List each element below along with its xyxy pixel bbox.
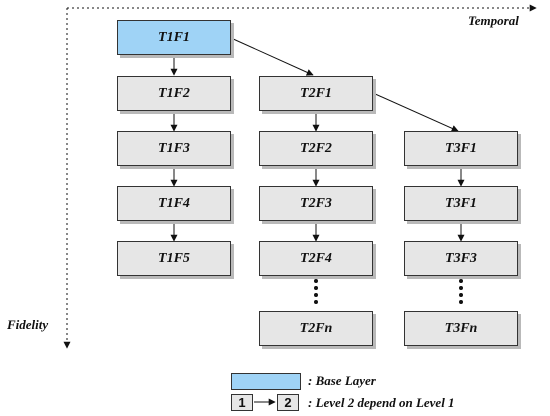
legend-box-level1: 1 [231, 394, 253, 411]
arrow-t1f1-t2f1 [230, 37, 314, 76]
node-t3f1: T3F1 [404, 131, 518, 166]
legend-base-swatch [231, 373, 301, 390]
temporal-axis-label: Temporal [468, 13, 519, 28]
node-t3f3: T3F3 [404, 241, 518, 276]
node-t1f1: T1F1 [117, 20, 231, 55]
node-t2f4: T2F4 [259, 241, 373, 276]
fidelity-axis-label: Fidelity [7, 317, 49, 332]
node-t2f2: T2F2 [259, 131, 373, 166]
node-t2f1: T2F1 [259, 76, 373, 111]
node-t2fn: T2Fn [259, 311, 373, 346]
node-t2f3: T2F3 [259, 186, 373, 221]
ellipsis-t2 [311, 279, 321, 304]
node-t3f1-second: T3F1 [404, 186, 518, 221]
node-t1f4: T1F4 [117, 186, 231, 221]
node-t1f2: T1F2 [117, 76, 231, 111]
legend-base-text: : Base Layer [308, 373, 376, 388]
node-t3fn: T3Fn [404, 311, 518, 346]
node-t1f3: T1F3 [117, 131, 231, 166]
ellipsis-t3 [456, 279, 466, 304]
legend-box-level2: 2 [277, 394, 299, 411]
arrow-t2f1-t3f1 [372, 92, 459, 132]
legend-dependency-text: : Level 2 depend on Level 1 [308, 395, 455, 410]
node-t1f5: T1F5 [117, 241, 231, 276]
